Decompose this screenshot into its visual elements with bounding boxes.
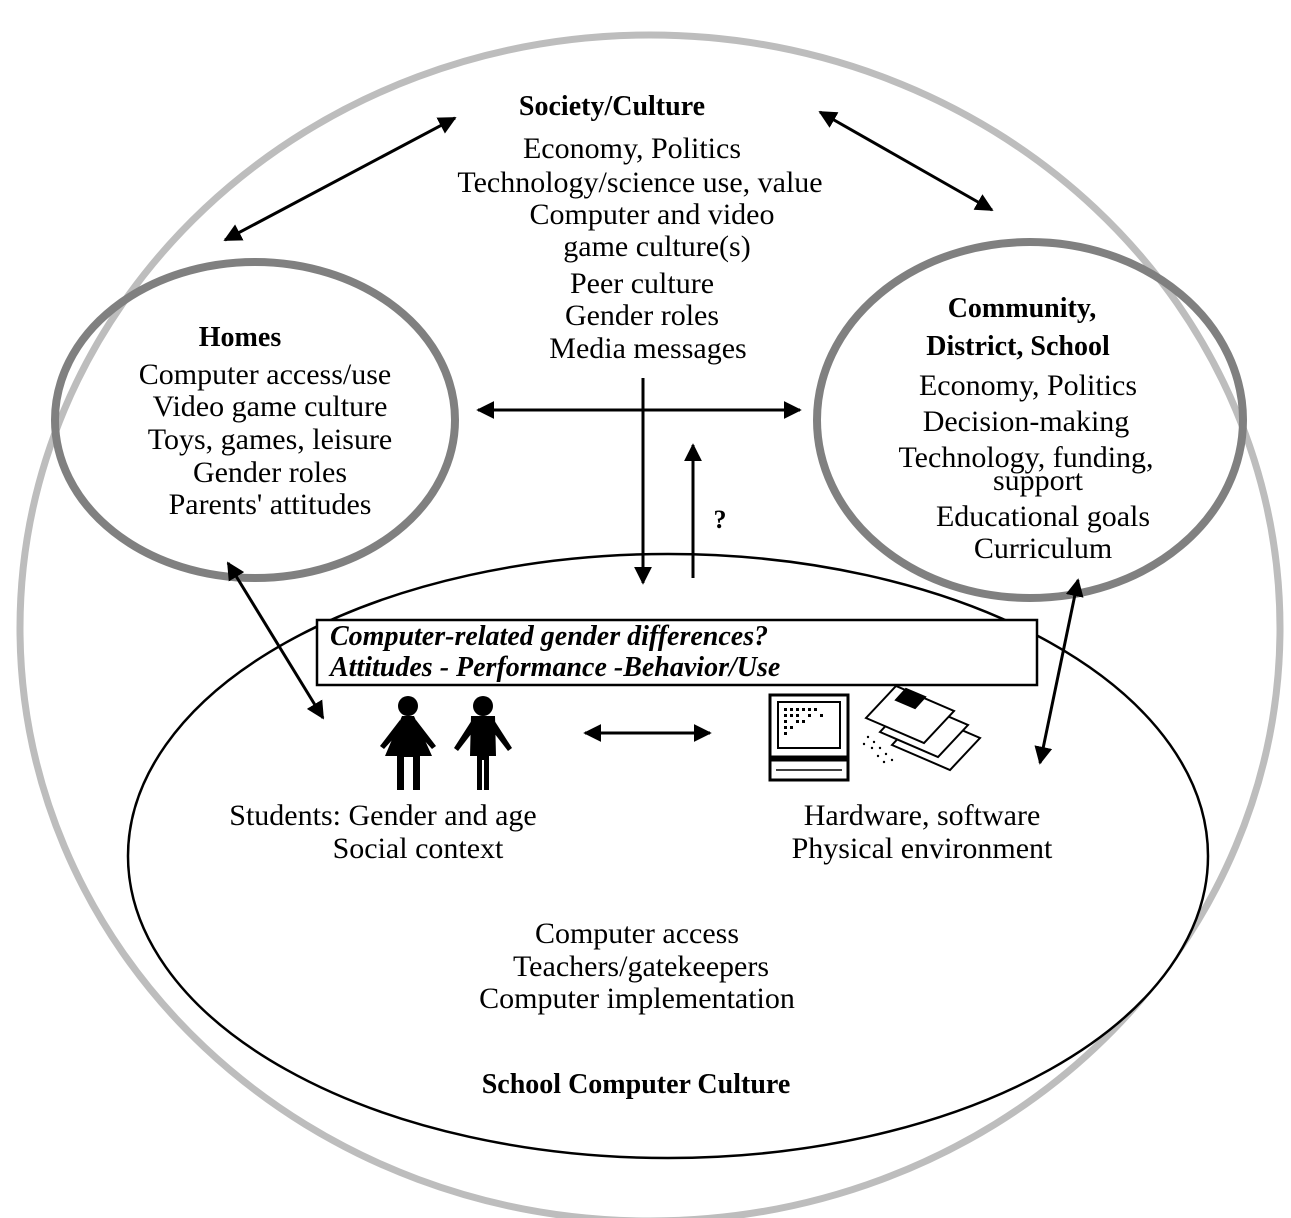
society-line: Media messages [549, 332, 746, 365]
society-text: Society/Culture Economy, Politics Techno… [457, 91, 822, 365]
community-line: Technology, funding, [898, 441, 1153, 474]
floppy-disks-icon [862, 684, 982, 772]
school-line: Computer implementation [479, 982, 795, 1015]
school-title: School Computer Culture [482, 1069, 791, 1100]
gender-box-line1: Computer-related gender differences? [330, 621, 768, 652]
community-title: Community, [948, 293, 1097, 324]
arrow-homes-students [226, 561, 325, 720]
school-text: Computer access Teachers/gatekeepers Com… [479, 917, 795, 1100]
students-line: Students: Gender and age [229, 799, 536, 832]
homes-line: Video game culture [153, 390, 388, 423]
gender-differences-box: Computer-related gender differences? Att… [315, 618, 1039, 687]
community-title: District, School [926, 331, 1110, 362]
society-line: Technology/science use, value [457, 166, 822, 199]
community-line: Curriculum [974, 532, 1112, 565]
question-mark: ? [714, 505, 727, 534]
homes-line: Toys, games, leisure [148, 423, 393, 456]
society-title: Society/Culture [519, 91, 705, 122]
society-line: Peer culture [570, 267, 714, 300]
society-outer-circle [16, 31, 1284, 1218]
community-line: Decision-making [923, 405, 1130, 438]
community-circle [813, 238, 1247, 602]
computer-icon [768, 693, 850, 782]
homes-text: Homes Computer access/use Video game cul… [139, 322, 392, 521]
homes-title: Homes [199, 322, 282, 353]
school-line: Teachers/gatekeepers [513, 950, 769, 983]
society-line: Economy, Politics [523, 132, 741, 165]
school-line: Computer access [535, 917, 739, 950]
society-line: Gender roles [565, 299, 719, 332]
gender-box-line2: Attitudes - Performance -Behavior/Use [328, 652, 780, 683]
homes-line: Computer access/use [139, 358, 391, 391]
students-line: Social context [333, 832, 504, 865]
community-line: support [993, 464, 1084, 497]
hardware-line: Physical environment [792, 832, 1053, 865]
arrow-society-homes [223, 116, 457, 242]
community-line: Educational goals [936, 500, 1150, 533]
arrow-society-community [818, 110, 994, 212]
arrow-community-hardware [1034, 578, 1084, 765]
homes-line: Parents' attitudes [169, 488, 372, 521]
students-text: Students: Gender and age Social context [229, 799, 536, 865]
hardware-line: Hardware, software [804, 799, 1041, 832]
society-line: Computer and video [530, 198, 775, 231]
community-line: Economy, Politics [919, 369, 1137, 402]
students-icon [380, 696, 512, 790]
homes-line: Gender roles [193, 456, 347, 489]
society-line: game culture(s) [563, 230, 750, 263]
community-text: Community, District, School Economy, Pol… [898, 293, 1153, 565]
hardware-text: Hardware, software Physical environment [792, 799, 1053, 865]
